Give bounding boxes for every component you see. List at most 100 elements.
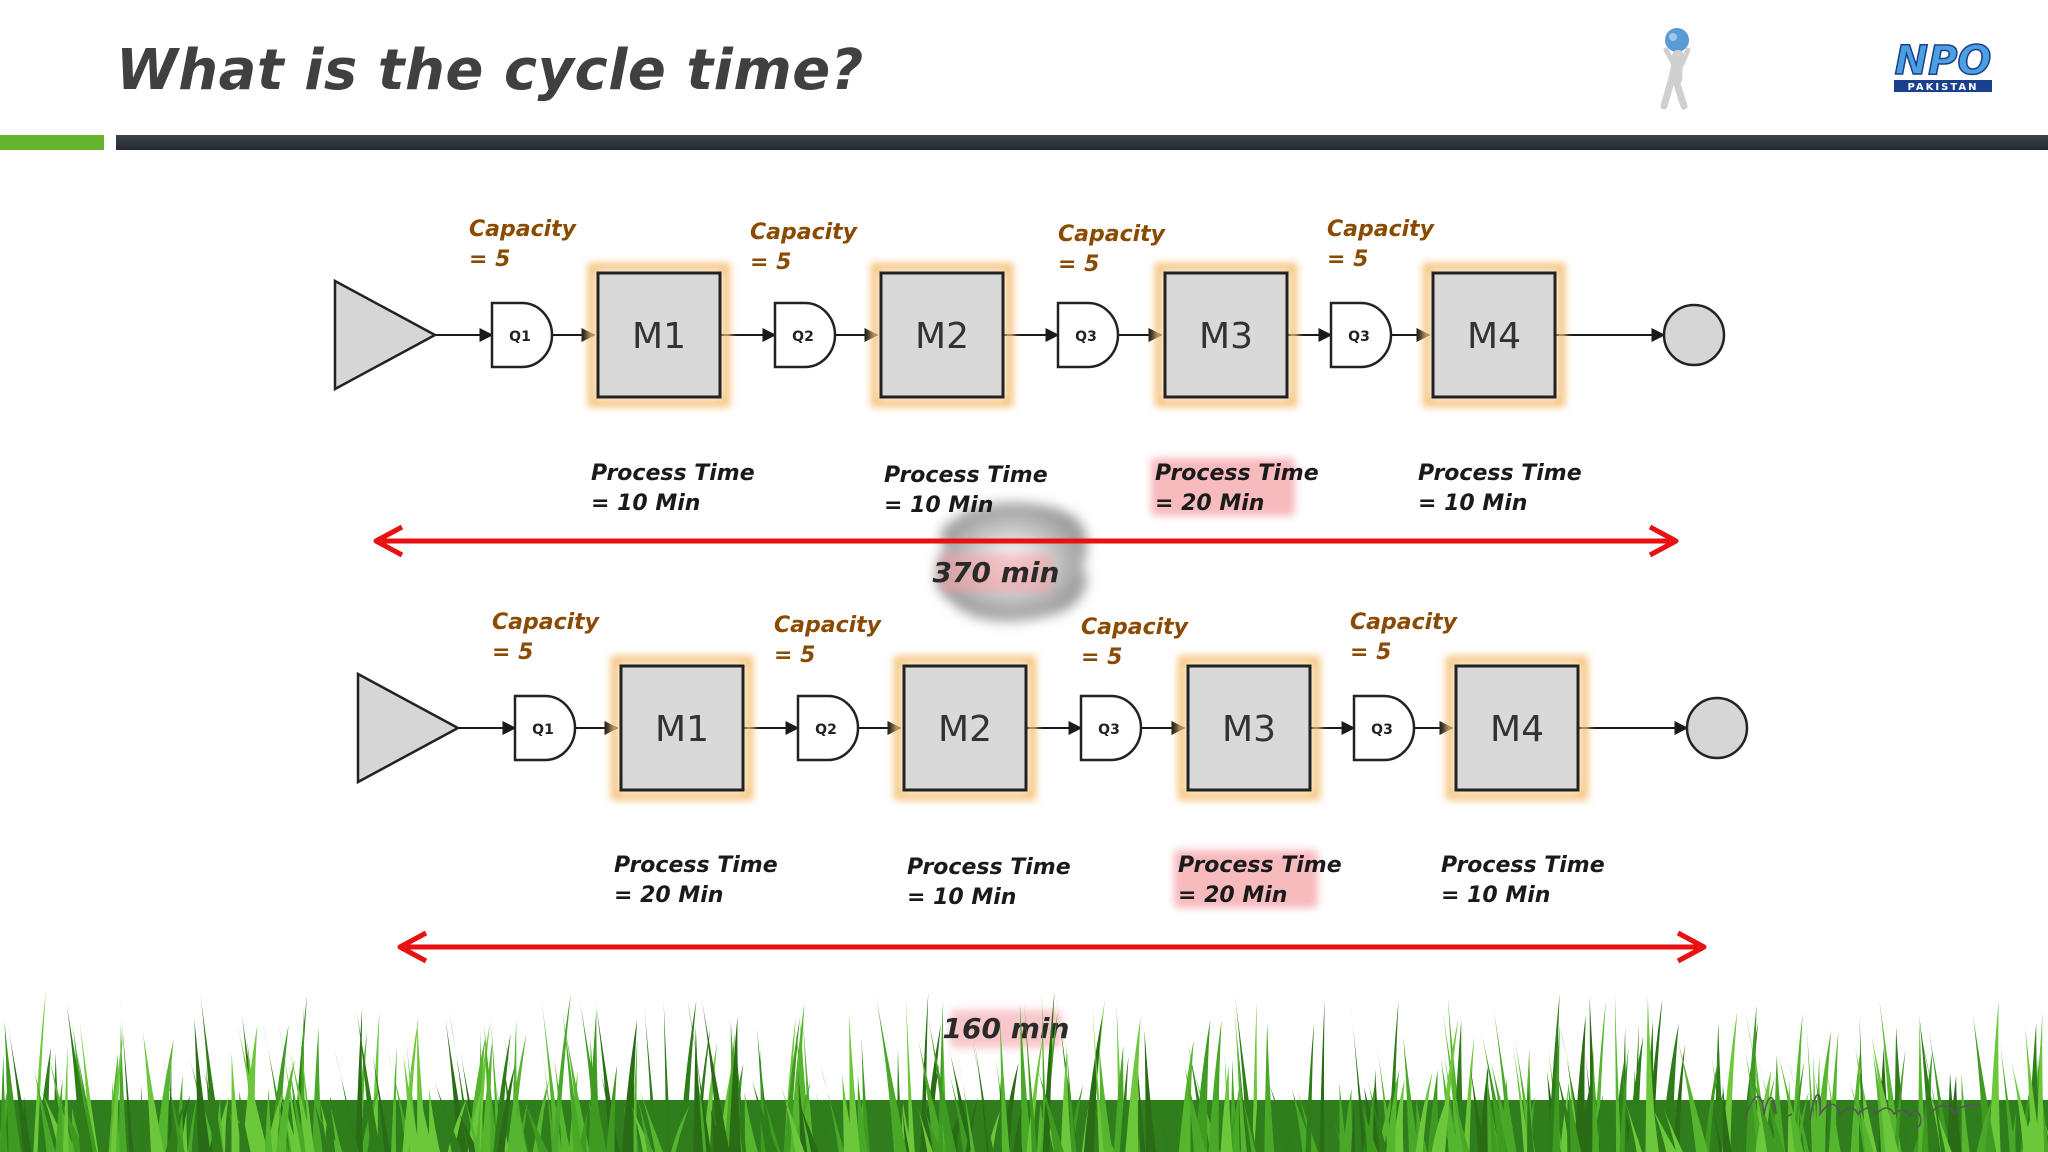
process-time-title: Process Time xyxy=(884,463,1048,488)
grass-blade xyxy=(1872,1051,1892,1152)
process-time-title: Process Time xyxy=(591,461,755,486)
grass-blade xyxy=(1194,1019,1211,1152)
capacity-title: Capacity xyxy=(1081,615,1190,640)
sink-circle xyxy=(1685,696,1749,760)
queue-label: Q3 xyxy=(1098,722,1120,738)
grass-blade xyxy=(789,1003,805,1152)
grass-blade xyxy=(448,1012,473,1152)
capacity-label-3: Capacity= 5 xyxy=(1081,615,1190,670)
machine-1: M1 xyxy=(611,656,753,800)
grass-blade xyxy=(507,1034,527,1152)
process-time-2: Process Time= 10 Min xyxy=(907,855,1071,910)
total-label: 370 min xyxy=(933,556,1060,589)
capacity-value: = 5 xyxy=(1058,252,1099,277)
machine-box xyxy=(902,664,1028,792)
queue-label: Q1 xyxy=(509,329,531,345)
queue-shape xyxy=(513,694,577,762)
grass-blade xyxy=(391,1046,397,1152)
queue-3: Q3 xyxy=(1079,694,1143,762)
grass-blade xyxy=(1011,1105,1019,1152)
grass-blade xyxy=(467,1036,486,1152)
grass-blade xyxy=(279,1082,298,1152)
grass-blade xyxy=(275,1059,295,1152)
total-highlight xyxy=(950,1010,1062,1048)
capacity-title: Capacity xyxy=(492,610,601,635)
grass-blade xyxy=(588,1009,601,1152)
grass-blade xyxy=(1645,996,1658,1152)
grass-blade xyxy=(247,1040,263,1152)
machine-glow xyxy=(588,263,730,407)
grass-blade xyxy=(355,1105,383,1152)
grass-blade xyxy=(972,1041,994,1152)
grass-blade xyxy=(66,1002,94,1152)
process-time-title: Process Time xyxy=(614,853,778,878)
machine-box xyxy=(879,271,1005,399)
grass-blade xyxy=(695,1064,712,1152)
grass-blade xyxy=(687,1000,712,1152)
grass-blade xyxy=(1435,1110,1458,1152)
grass-blade xyxy=(1859,1015,1866,1152)
queue-shape xyxy=(1352,694,1416,762)
grass-blade xyxy=(1486,1079,1501,1152)
process-time-value: = 10 Min xyxy=(884,493,993,518)
grass-blade xyxy=(552,994,571,1152)
grass-blade xyxy=(493,1033,511,1152)
grass-blade xyxy=(142,1031,164,1152)
grass-blade xyxy=(1060,1048,1072,1152)
grass-blade xyxy=(490,1015,502,1152)
grass-blade xyxy=(820,1065,845,1152)
grass-blade xyxy=(842,1074,856,1152)
grass-blade xyxy=(1415,1072,1433,1152)
grass-blade xyxy=(1135,1043,1146,1152)
queue-label: Q1 xyxy=(532,722,554,738)
machine-glow xyxy=(611,656,753,800)
process-time-value: = 10 Min xyxy=(1418,491,1527,516)
queue-4: Q3 xyxy=(1329,301,1393,369)
grass-blade xyxy=(118,1023,127,1152)
grass-blade xyxy=(1350,1001,1367,1152)
machine-4: M4 xyxy=(1446,656,1588,800)
grass-blade xyxy=(1019,1003,1032,1152)
capacity-label-2: Capacity= 5 xyxy=(774,613,883,668)
queue-shape xyxy=(796,694,860,762)
grass-blade xyxy=(710,1109,727,1152)
grass-blade xyxy=(198,1054,227,1152)
process-time-2: Process Time = 10 Min xyxy=(884,463,1048,518)
grass-blade xyxy=(1386,1068,1400,1152)
grass-blade xyxy=(165,1104,185,1152)
grass-blade xyxy=(155,1039,174,1152)
grass-blade xyxy=(140,1085,147,1152)
process-time-title: Process Time xyxy=(907,855,1071,880)
grass-blade xyxy=(635,1078,663,1152)
grass-blade xyxy=(1234,1005,1247,1152)
process-time-title: Process Time xyxy=(1155,461,1319,486)
grass-blade xyxy=(1208,1020,1222,1152)
grass-blade xyxy=(1066,1042,1077,1152)
grass-blade xyxy=(802,1012,815,1152)
grass-blade xyxy=(1184,1066,1207,1152)
grass-blade xyxy=(663,1001,672,1152)
grass-blade xyxy=(1961,1073,1970,1152)
grass-blade xyxy=(1857,1095,1874,1152)
highlight-box xyxy=(1151,458,1295,516)
machine-glow xyxy=(1423,263,1565,407)
grass-blade xyxy=(110,1032,124,1152)
grass-blade xyxy=(1552,1025,1560,1152)
grass-blade xyxy=(1919,1014,1940,1152)
grass-blade xyxy=(33,992,46,1152)
total-span-arrowhead-right xyxy=(1676,930,1707,964)
grass-blade xyxy=(417,1019,428,1152)
grass-blade xyxy=(1893,1049,1906,1152)
total-span-arrowhead-left xyxy=(373,524,404,558)
queue-label: Q3 xyxy=(1371,722,1393,738)
machine-box xyxy=(1454,664,1580,792)
grass-blade xyxy=(1403,1036,1419,1152)
total-span-arrowhead-right xyxy=(1648,524,1679,558)
highlight-box xyxy=(1174,850,1318,908)
grass-blade xyxy=(584,1097,603,1152)
grass-blade xyxy=(815,1092,835,1152)
grass-blade xyxy=(457,1074,481,1152)
grass-blade xyxy=(119,993,134,1152)
